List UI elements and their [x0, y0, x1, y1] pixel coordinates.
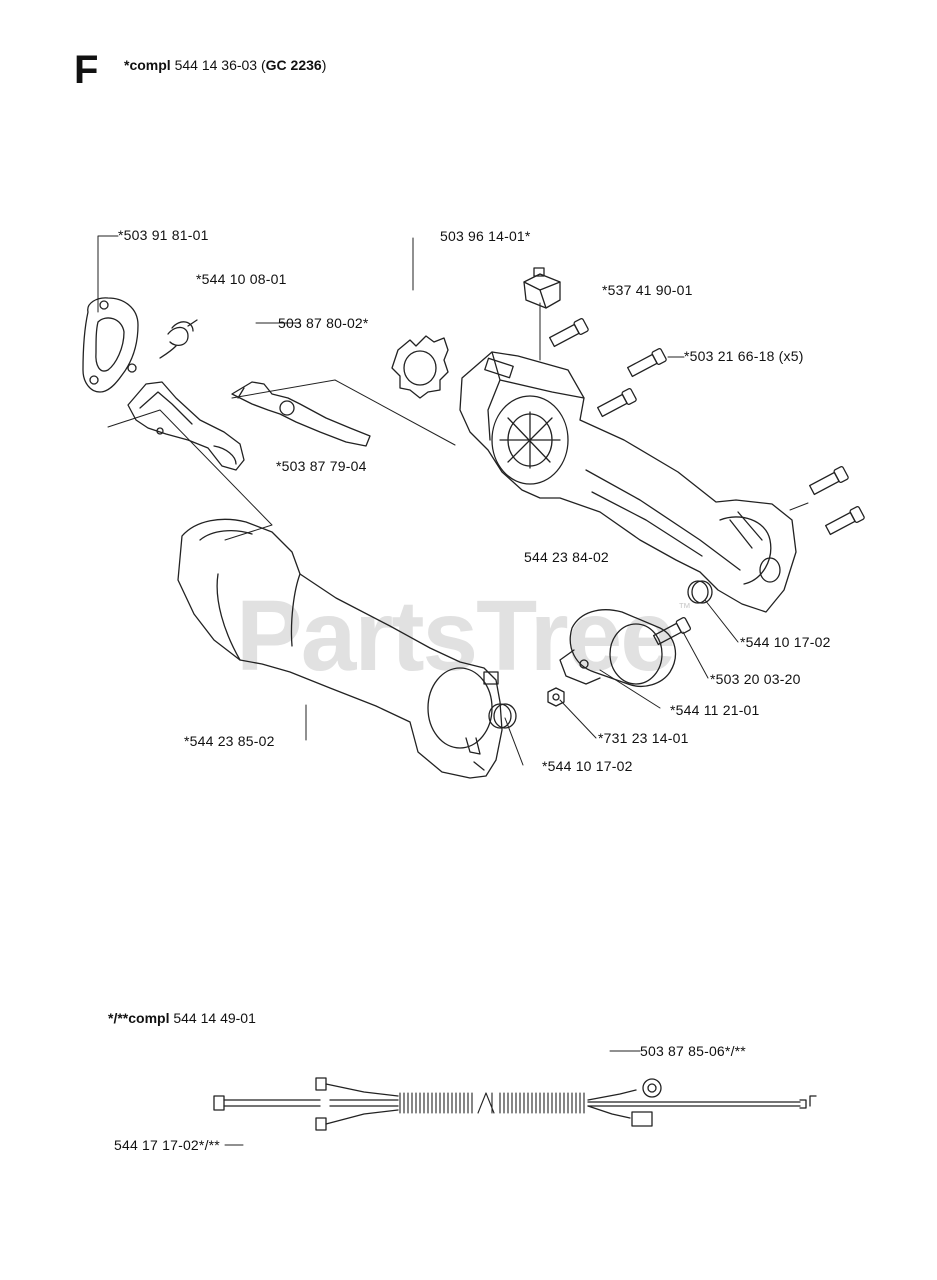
part-label-544-10-08-01: *544 10 08-01: [196, 271, 287, 287]
part-label-731-23-14-01: *731 23 14-01: [598, 730, 689, 746]
spring-part: [159, 319, 198, 359]
part-label-503-91-81-01: *503 91 81-01: [118, 227, 209, 243]
part-label-544-11-21-01: *544 11 21-01: [670, 702, 760, 718]
bushing-part: [488, 580, 713, 729]
assembly-title: *compl 544 14 36-03 (GC 2236): [124, 57, 326, 73]
part-label-503-20-03-20: *503 20 03-20: [710, 671, 801, 687]
part-label-537-41-90-01: *537 41 90-01: [602, 282, 693, 298]
title-suffix: ): [321, 57, 327, 73]
trigger-lever-part: [231, 381, 371, 447]
handle-bracket-part: [82, 297, 139, 393]
lock-ring-part: [391, 335, 449, 399]
sub-assembly-title: */**compl 544 14 49-01: [108, 1010, 256, 1026]
clamp-part: [559, 609, 677, 687]
stop-switch-part: [523, 267, 561, 309]
part-label-544-17-17-02: 544 17 17-02*/**: [114, 1137, 220, 1153]
watermark: PartsTree: [236, 580, 676, 692]
screw-part: [653, 616, 692, 646]
title-model: GC 2236: [265, 57, 322, 73]
part-label-503-87-80-02: 503 87 80-02*: [278, 315, 369, 331]
leader-lines: [97, 235, 809, 1146]
part-label-503-96-14-01: 503 96 14-01*: [440, 228, 531, 244]
handle-housing-left-part: [177, 518, 503, 779]
part-label-544-10-17-02-b: *544 10 17-02: [542, 758, 633, 774]
title-number: 544 14 36-03 (: [170, 57, 266, 73]
handle-housing-right-part: [459, 351, 797, 613]
title-prefix: *compl: [124, 57, 171, 73]
cable-harness-part: [213, 1077, 817, 1131]
watermark-tm: ™: [678, 600, 691, 615]
part-label-503-87-79-04: *503 87 79-04: [276, 458, 367, 474]
sub-assembly-number: 544 14 49-01: [169, 1010, 256, 1026]
part-label-544-10-17-02-a: *544 10 17-02: [740, 634, 831, 650]
nut-part: [547, 687, 565, 707]
throttle-trigger-part: [127, 381, 245, 471]
part-label-544-23-85-02: *544 23 85-02: [184, 733, 275, 749]
screws-part: [549, 318, 865, 536]
part-label-503-87-85-06: 503 87 85-06*/**: [640, 1043, 746, 1059]
sub-assembly-prefix: */**compl: [108, 1010, 170, 1026]
section-letter: F: [74, 48, 99, 92]
part-label-503-21-66-18: *503 21 66-18 (x5): [684, 348, 804, 364]
part-label-544-23-84-02: 544 23 84-02: [524, 549, 609, 565]
